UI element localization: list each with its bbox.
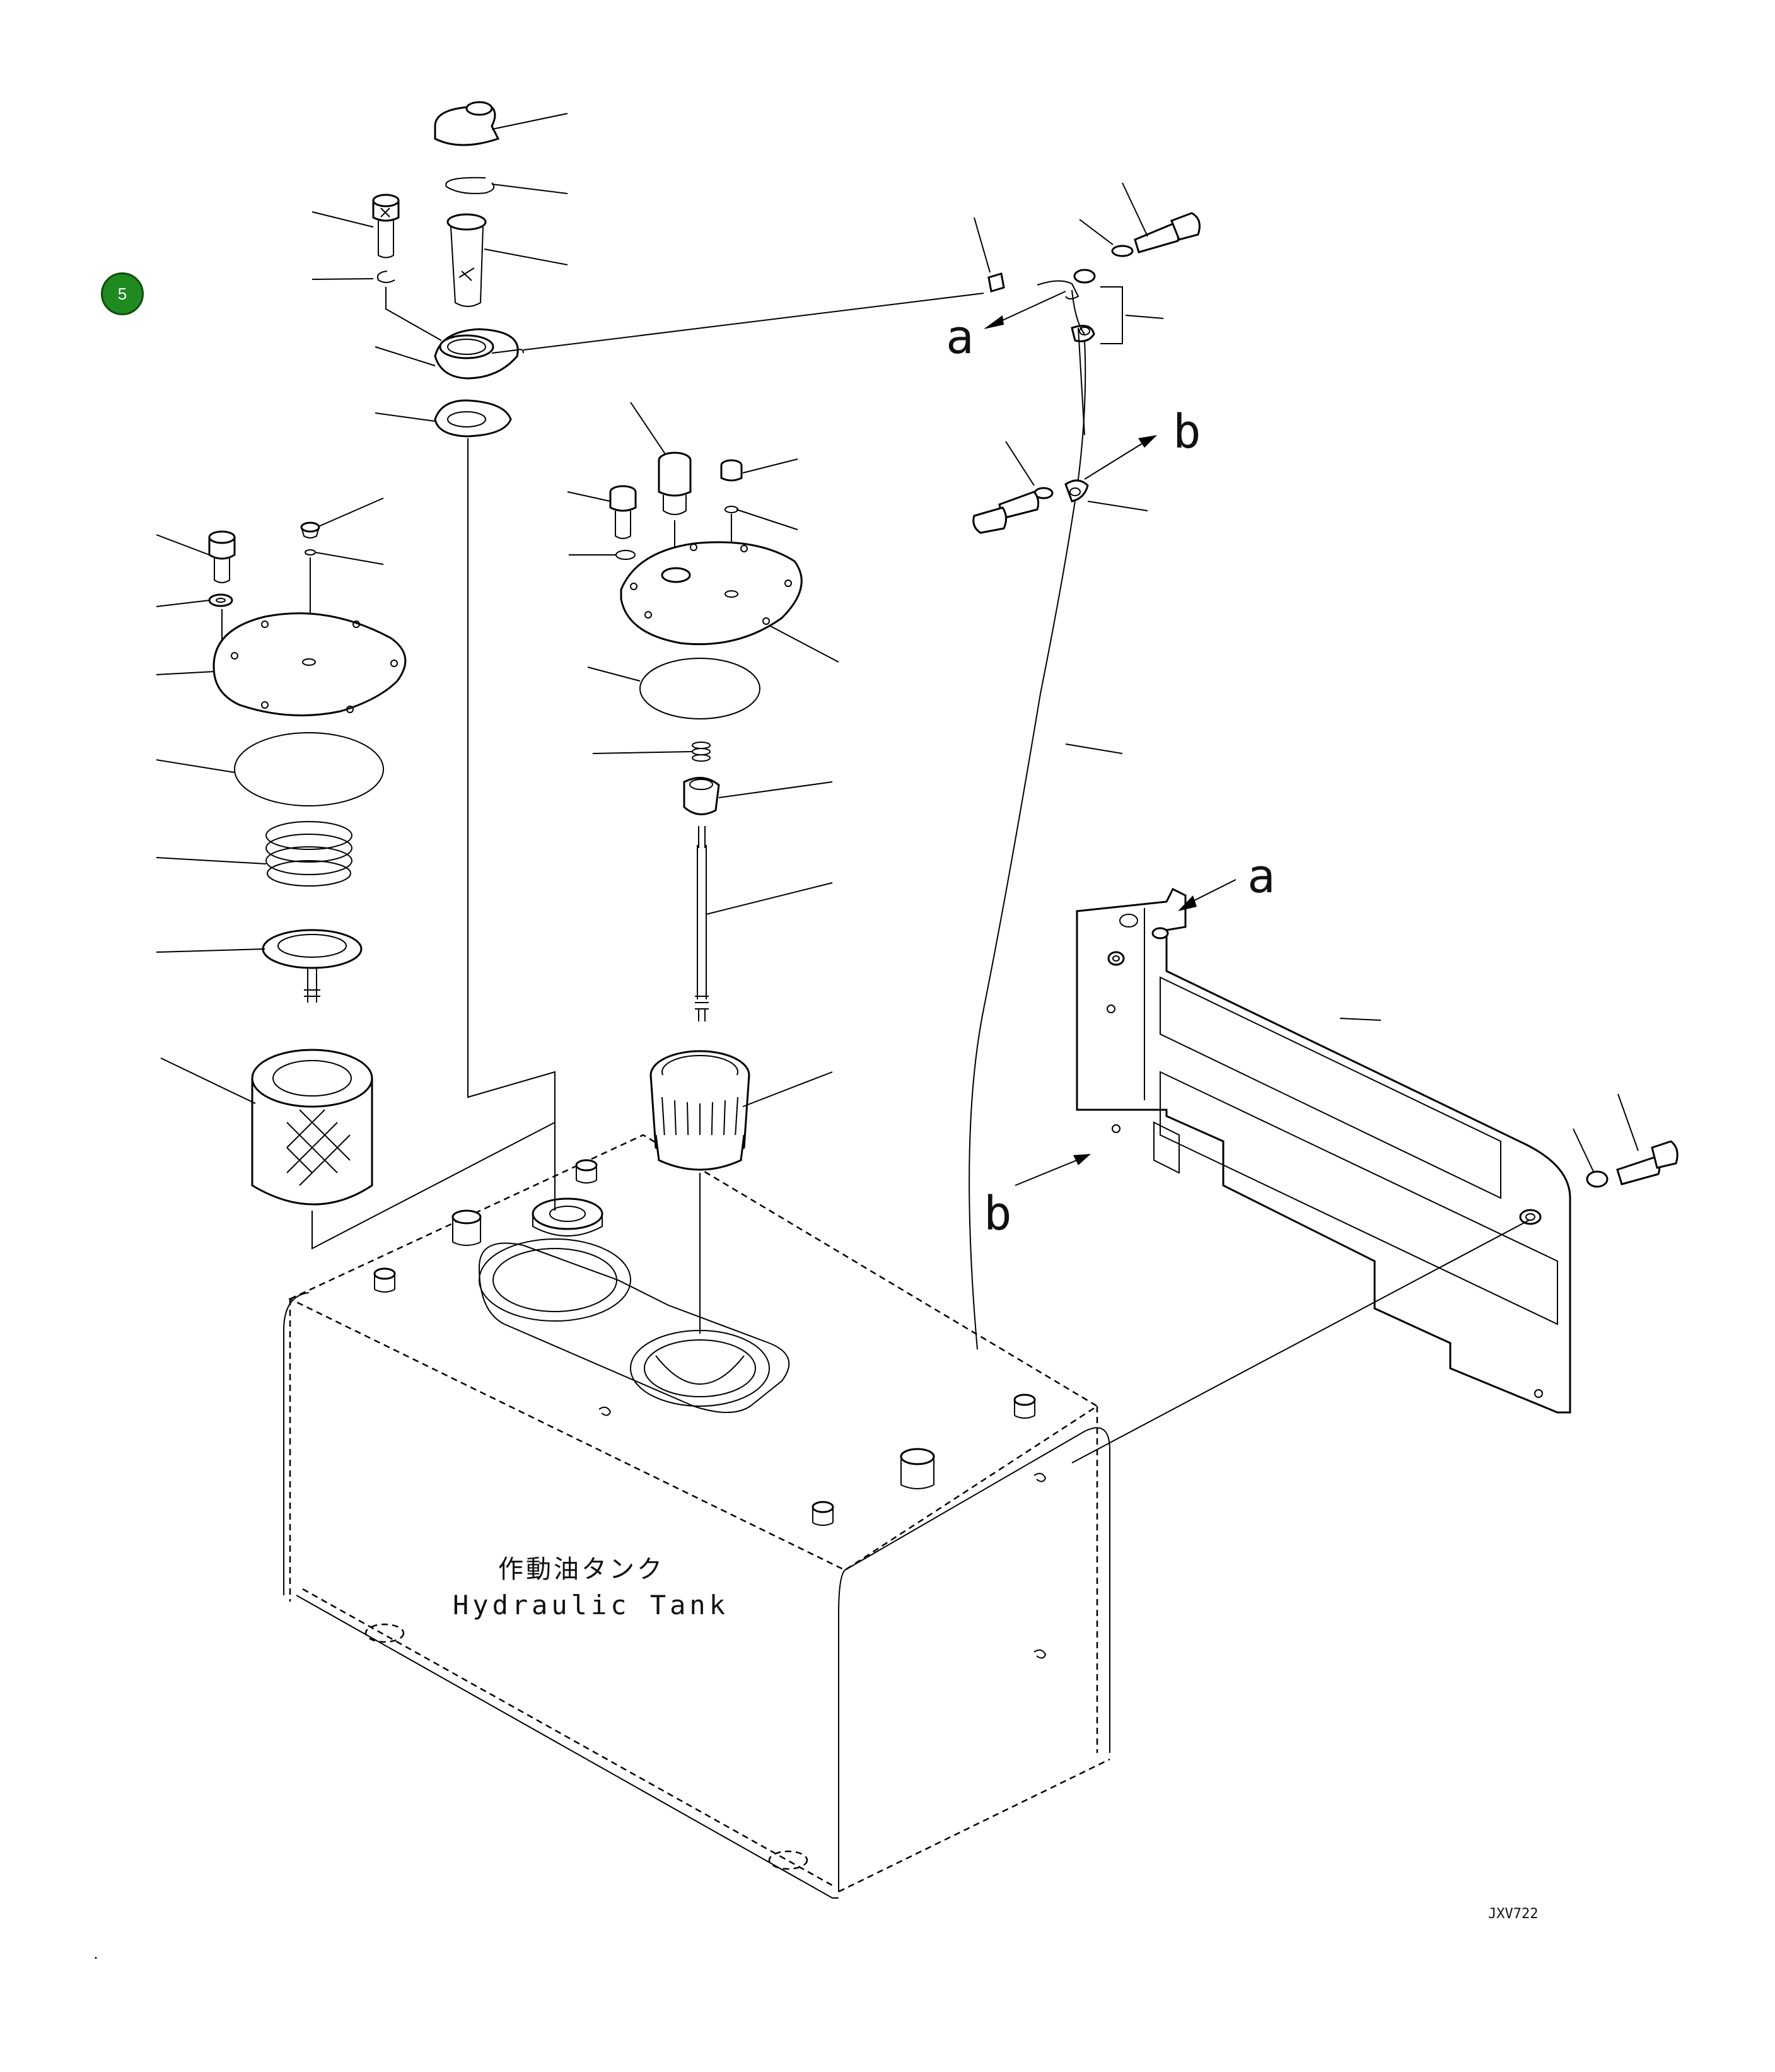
ref-letter-b-bracket: b [984, 1187, 1012, 1241]
filter-element-part [251, 1049, 373, 1206]
connector-part [987, 272, 1005, 293]
left-filter-stack [208, 521, 407, 1206]
rod-part [695, 826, 709, 1021]
bolt-part-6 [1616, 1140, 1679, 1185]
center-filter-stack [609, 451, 803, 1334]
plug-part-2 [720, 459, 743, 482]
figure-number-badge: 5 [101, 272, 144, 315]
ref-letter-a-top: a [946, 310, 974, 364]
tank-label-japanese: 作動油タンク [498, 1555, 665, 1584]
ref-letter-b-top: b [1173, 405, 1201, 459]
center-spring-part [692, 742, 711, 762]
center-filter-part [649, 1050, 750, 1171]
bolt-part-2 [372, 194, 400, 259]
bolt-part-3 [609, 485, 637, 539]
flange-gasket-part [434, 399, 512, 438]
washer-part-4 [1586, 1170, 1609, 1188]
drawing-code: JXV722 [1488, 1906, 1538, 1922]
indicator-part [658, 451, 692, 515]
strainer-part [446, 213, 487, 307]
breather-stack [311, 101, 556, 1250]
bracket-part: a b [984, 849, 1679, 1464]
tank-label-english: Hydraulic Tank [453, 1590, 729, 1621]
valve-part [262, 929, 363, 1003]
clamp-part [1037, 269, 1096, 342]
plug-part [300, 521, 320, 538]
ref-letter-a-bracket: a [1247, 849, 1276, 904]
bolt-part-5 [972, 491, 1040, 534]
breather-base-part [434, 328, 524, 380]
figure-number: 5 [117, 284, 127, 303]
gasket-part [234, 732, 384, 806]
leader-lines [156, 113, 1639, 1173]
washer-part [208, 593, 233, 607]
lock-washer-part [377, 271, 395, 283]
bolt-part [208, 530, 236, 583]
snap-ring-part [445, 177, 495, 194]
nut-part [683, 777, 720, 815]
filter-cover-plate [212, 612, 407, 717]
center-cover-plate [620, 541, 803, 646]
breather-cap-part [434, 101, 500, 146]
wire-harness: a b [523, 212, 1201, 1350]
hydraulic-tank: 作動油タンク Hydraulic Tank [283, 1134, 1110, 1899]
washer-part-2 [1111, 245, 1134, 257]
center-gasket-part [639, 658, 760, 719]
bolt-part-4 [1134, 212, 1201, 253]
spring-part [265, 821, 352, 887]
clamp-part-2 [1064, 479, 1089, 503]
